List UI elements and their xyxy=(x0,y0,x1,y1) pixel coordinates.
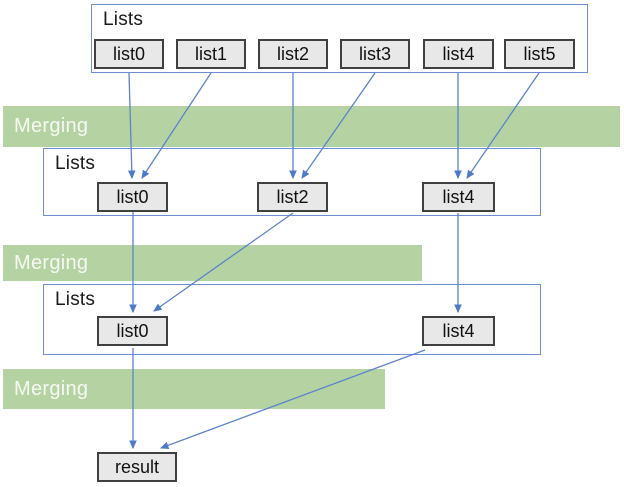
merging-band-1: Merging xyxy=(3,106,620,147)
stage2-list0: list0 xyxy=(97,182,168,212)
merging-band-2: Merging xyxy=(3,245,422,281)
stage1-list1: list1 xyxy=(176,39,246,69)
result-box: result xyxy=(97,452,177,482)
stage1-lists-label: Lists xyxy=(103,9,144,30)
stage2-list2: list2 xyxy=(257,182,328,212)
stage1-list4: list4 xyxy=(423,39,494,69)
stage1-lists-box: Lists xyxy=(91,4,588,73)
merging-band-3: Merging xyxy=(3,369,385,409)
stage1-list3: list3 xyxy=(340,39,410,69)
stage1-list2: list2 xyxy=(258,39,328,69)
stage3-lists-label: Lists xyxy=(55,289,96,310)
stage1-list0: list0 xyxy=(94,39,164,69)
stage2-lists-label: Lists xyxy=(55,153,96,174)
stage2-list4: list4 xyxy=(422,182,495,212)
stage3-list4: list4 xyxy=(422,316,495,346)
merging-band-3-label: Merging xyxy=(14,377,89,400)
merging-band-1-label: Merging xyxy=(14,115,89,137)
merging-band-2-label: Merging xyxy=(14,251,89,274)
stage1-list5: list5 xyxy=(504,39,575,69)
stage3-list0: list0 xyxy=(97,316,168,346)
